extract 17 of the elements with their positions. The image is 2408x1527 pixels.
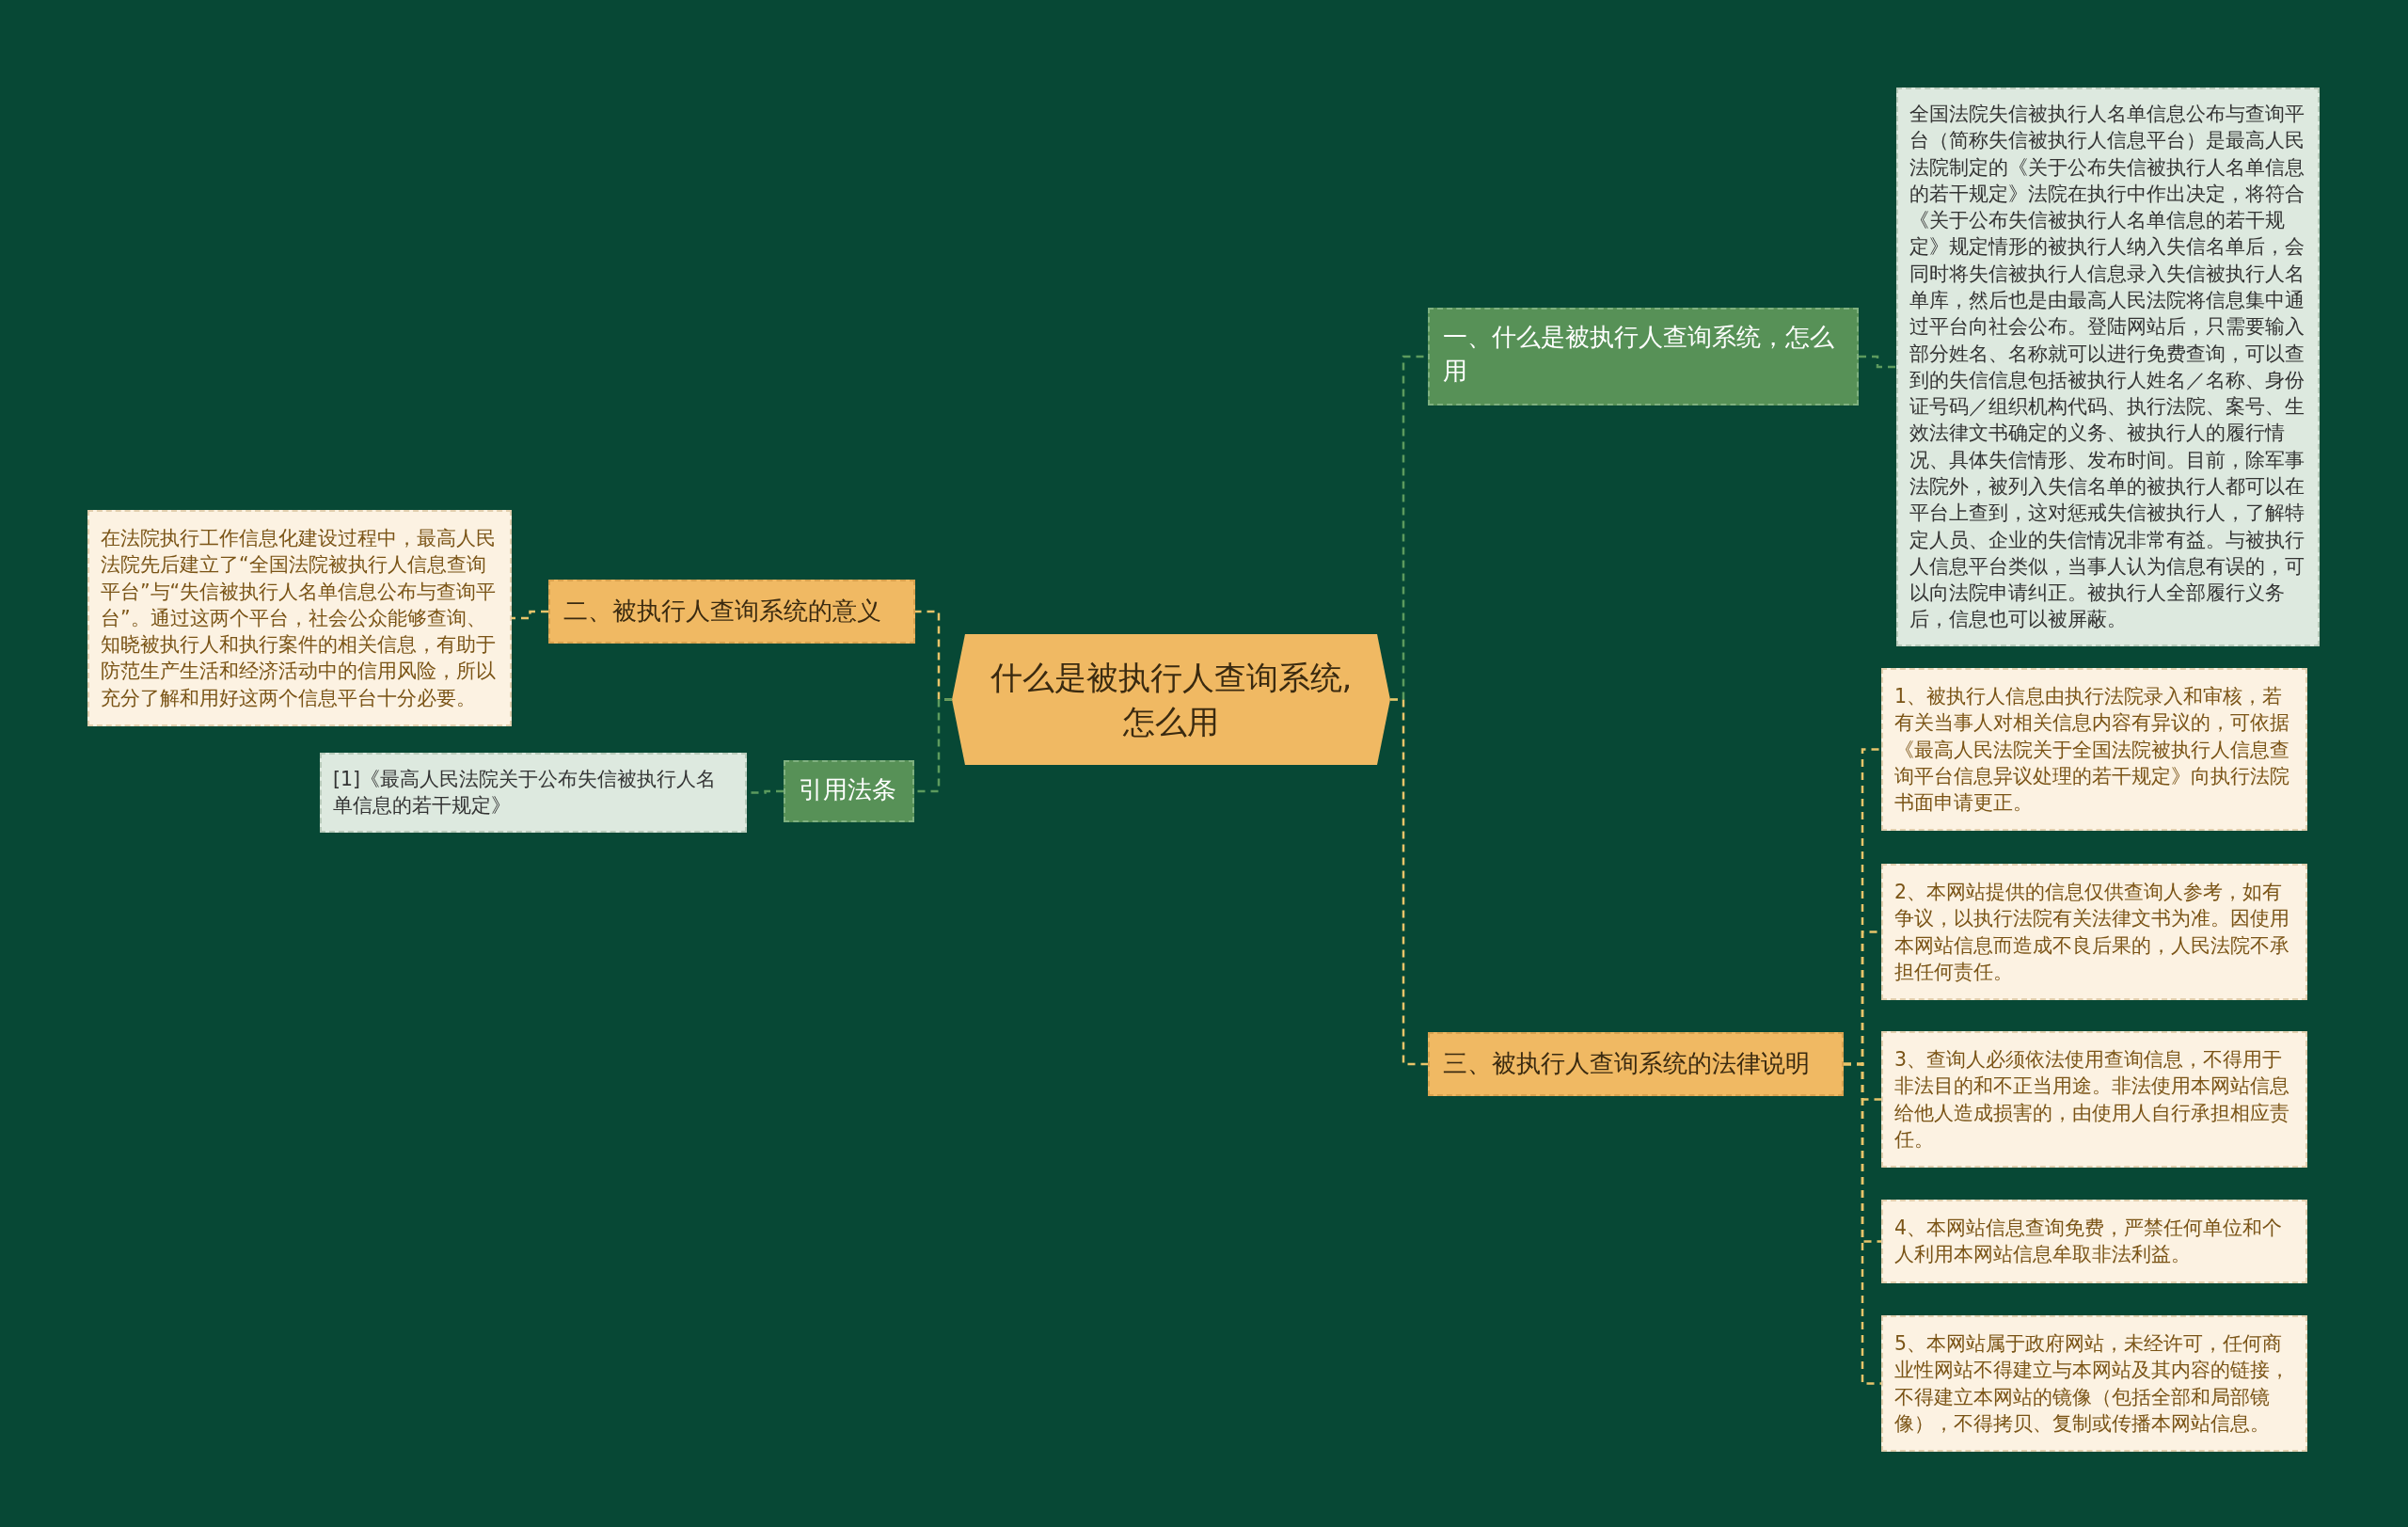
note-box: 5、本网站属于政府网站，未经许可，任何商业性网站不得建立与本网站及其内容的链接，不得建立本网站的镜像（包括全部和局部镜像），不得拷贝、复制或传播本网站信息。 <box>1881 1315 2307 1453</box>
topic-box: 二、被执行人查询系统的意义 <box>548 580 915 644</box>
connector-line <box>512 610 548 620</box>
connector-line <box>1390 698 1428 1066</box>
note-box: 1、被执行人信息由执行法院录入和审核，若有关当事人对相关信息内容有异议的，可依据《最高人民法院关于全国法院被执行人信息查询平台信息异议处理的若干规定》向执行法院书面申请更正。 <box>1881 668 2307 832</box>
topic-box: 一、什么是被执行人查询系统，怎么用 <box>1428 308 1859 406</box>
central-topic: 什么是被执行人查询系统,怎么用 <box>952 634 1390 765</box>
note-box: 4、本网站信息查询免费，严禁任何单位和个人利用本网站信息牟取非法利益。 <box>1881 1200 2307 1283</box>
connector-line <box>1859 355 1896 369</box>
note-box: [1]《最高人民法院关于公布失信被执行人名单信息的若干规定》 <box>320 753 747 833</box>
topic-box: 引用法条 <box>784 760 914 822</box>
note-box: 全国法院失信被执行人名单信息公布与查询平台（简称失信被执行人信息平台）是最高人民法院制定的《关于公布失信被执行人名单信息的若干规定》法院在执行中作出决定，将符合《关于公布失信被执行人名单信息的若干规定》规定情形的被执行人纳入失信名单后，会同时将失信被执行人信息录入失信被执行人名单库，然后也是由最高人民法院将信息集中通过平台向社会公布。登陆网站后，只需要输入部分姓名、名称就可以进行免费查询，可以查到的失信信息包括被执行人姓名／名称、身份证号码／组织机构代码、执行法院、案号、生效法律文书确定的义务、被执行人的履行情况、具体失信情形、发布时间。目前，除军事法院外，被列入失信名单的被执行人都可以在平台上查到，这对惩戒失信被执行人，了解特定人员、企业的失信情况非常有益。与被执行人信息平台类似，当事人认为信息有误的，可以向法院申请纠正。被执行人全部履行义务后，信息也可以被屏蔽。 <box>1896 87 2320 646</box>
note-box: 在法院执行工作信息化建设过程中，最高人民法院先后建立了“全国法院被执行人信息查询平台”与“失信被执行人名单信息公布与查询平台”。通过这两个平台，社会公众能够查询、知晓被执行人和执行案件的相关信息，有助于防范生产生活和经济活动中的信用风险，所以充分了解和用好这两个信息平台十分必要。 <box>87 510 512 726</box>
topic-box: 三、被执行人查询系统的法律说明 <box>1428 1032 1844 1096</box>
note-box: 2、本网站提供的信息仅供查询人参考，如有争议，以执行法院有关法律文书为准。因使用本网站信息而造成不良后果的，人民法院不承担任何责任。 <box>1881 864 2307 1001</box>
note-box: 3、查询人必须依法使用查询信息，不得用于非法目的和不正当用途。非法使用本网站信息给他人造成损害的，由使用人自行承担相应责任。 <box>1881 1031 2307 1169</box>
connector-line <box>1844 1062 1881 1385</box>
